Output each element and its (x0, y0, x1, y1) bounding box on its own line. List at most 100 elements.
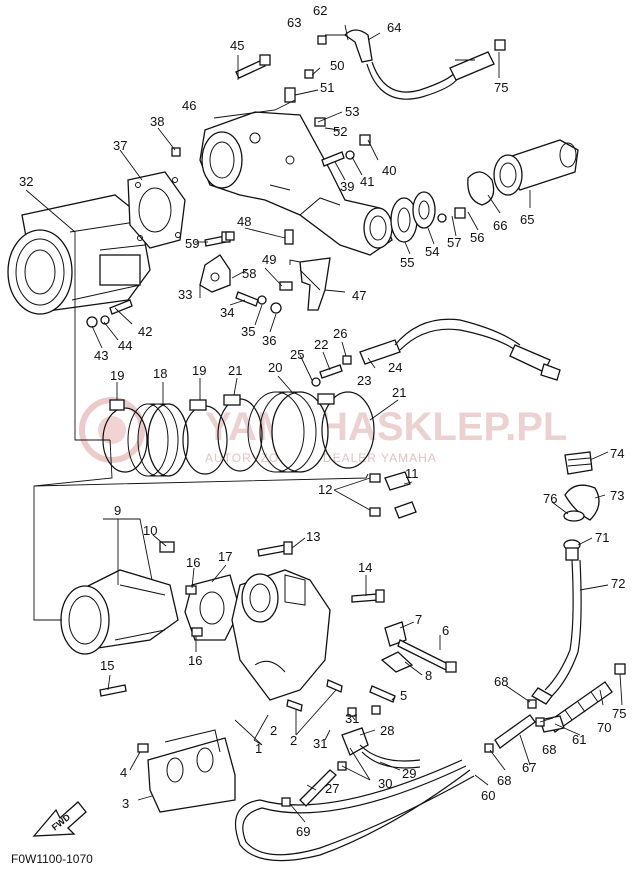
callout-32: 32 (19, 174, 33, 189)
callout-21b: 21 (392, 385, 406, 400)
callout-10: 10 (143, 523, 157, 538)
callout-19a: 19 (110, 368, 124, 383)
callout-14: 14 (358, 560, 372, 575)
callout-75a: 75 (494, 80, 508, 95)
callout-68b: 68 (542, 742, 556, 757)
callout-2: 2 (270, 723, 277, 738)
callout-72: 72 (611, 576, 625, 591)
callout-16b: 16 (188, 653, 202, 668)
callout-8: 8 (425, 668, 432, 683)
callout-58: 58 (242, 266, 256, 281)
gasket-37 (127, 171, 186, 249)
fitting-27 (299, 769, 337, 807)
holder-73 (564, 484, 600, 521)
callout-9: 9 (114, 503, 121, 518)
callout-35: 35 (241, 324, 255, 339)
callout-68c: 68 (497, 773, 511, 788)
callout-65: 65 (520, 212, 534, 227)
callout-2b: 2 (290, 733, 297, 748)
callout-28: 28 (380, 723, 394, 738)
callout-62: 62 (313, 3, 327, 18)
callout-29: 29 (402, 766, 416, 781)
bracket-47 (299, 257, 331, 311)
joint-hose-20 (247, 391, 329, 473)
callout-43: 43 (94, 348, 108, 363)
callout-45: 45 (230, 38, 244, 53)
callout-75b: 75 (612, 706, 626, 721)
callout-23: 23 (357, 373, 371, 388)
callout-42: 42 (138, 324, 152, 339)
callout-26: 26 (333, 326, 347, 341)
callout-31b: 31 (313, 736, 327, 751)
callout-56: 56 (470, 230, 484, 245)
bracket-58 (199, 254, 231, 293)
callout-51: 51 (320, 80, 334, 95)
callout-74: 74 (610, 446, 624, 461)
stud-16 (185, 585, 203, 637)
callout-5: 5 (400, 688, 407, 703)
callout-71: 71 (595, 530, 609, 545)
exhaust-pipe-9 (60, 569, 179, 655)
small-parts (86, 35, 626, 675)
callout-76: 76 (543, 491, 557, 506)
callout-33: 33 (178, 287, 192, 302)
callout-19b: 19 (192, 363, 206, 378)
callout-54: 54 (425, 244, 439, 259)
bolt-4 (137, 743, 149, 753)
callout-37: 37 (113, 138, 127, 153)
callout-31a: 31 (345, 711, 359, 726)
muffler-32 (7, 194, 151, 315)
hose-60 (234, 759, 475, 862)
callout-68a: 68 (494, 674, 508, 689)
bolt-34 (235, 291, 259, 307)
diagram-code: F0W1100-1070 (11, 852, 93, 866)
bolt-42 (109, 299, 133, 315)
watermark-brand: YAMAHASKLEP.PL (205, 405, 567, 449)
bolt-6 (397, 639, 457, 673)
fitting-67 (494, 714, 536, 749)
callout-53: 53 (345, 104, 359, 119)
callout-11: 11 (405, 466, 419, 481)
cap-74 (564, 451, 593, 475)
fitting-10 (159, 541, 175, 553)
fitting-11 (384, 471, 417, 519)
leader-lines (25, 24, 623, 823)
callout-20: 20 (268, 360, 282, 375)
callout-labels: 1 2 2 3 4 5 6 7 8 9 10 11 12 13 14 15 16… (19, 3, 626, 839)
callout-50: 50 (330, 58, 344, 73)
stud-2 (286, 679, 343, 712)
bolt-39 (321, 151, 345, 167)
clamp-21-left (217, 394, 263, 472)
hose-24 (359, 318, 561, 381)
callout-70: 70 (597, 720, 611, 735)
callout-7: 7 (415, 612, 422, 627)
hose-64 (343, 29, 459, 100)
callout-16a: 16 (186, 555, 200, 570)
callout-61: 61 (572, 732, 586, 747)
callout-24: 24 (388, 360, 402, 375)
callout-44: 44 (118, 338, 132, 353)
callout-66: 66 (493, 218, 507, 233)
callout-36: 36 (262, 333, 276, 348)
bolt-13 (257, 541, 293, 557)
callout-13: 13 (306, 529, 320, 544)
fitting-71 (563, 539, 581, 561)
callout-1: 1 (255, 741, 262, 756)
grommet-8 (380, 651, 414, 673)
gasket-3 (147, 729, 236, 813)
callout-38: 38 (150, 114, 164, 129)
washer-76 (563, 510, 585, 522)
clamp-21-right (317, 391, 375, 469)
callout-48: 48 (237, 214, 251, 229)
callout-18: 18 (153, 366, 167, 381)
callout-22: 22 (314, 337, 328, 352)
callout-30: 30 (378, 776, 392, 791)
gasket-17 (184, 574, 241, 641)
callout-73: 73 (610, 488, 624, 503)
callout-41: 41 (360, 174, 374, 189)
clamp-66 (467, 171, 495, 206)
hose-75-top (449, 51, 495, 81)
callout-25: 25 (290, 347, 304, 362)
callout-34: 34 (220, 305, 234, 320)
